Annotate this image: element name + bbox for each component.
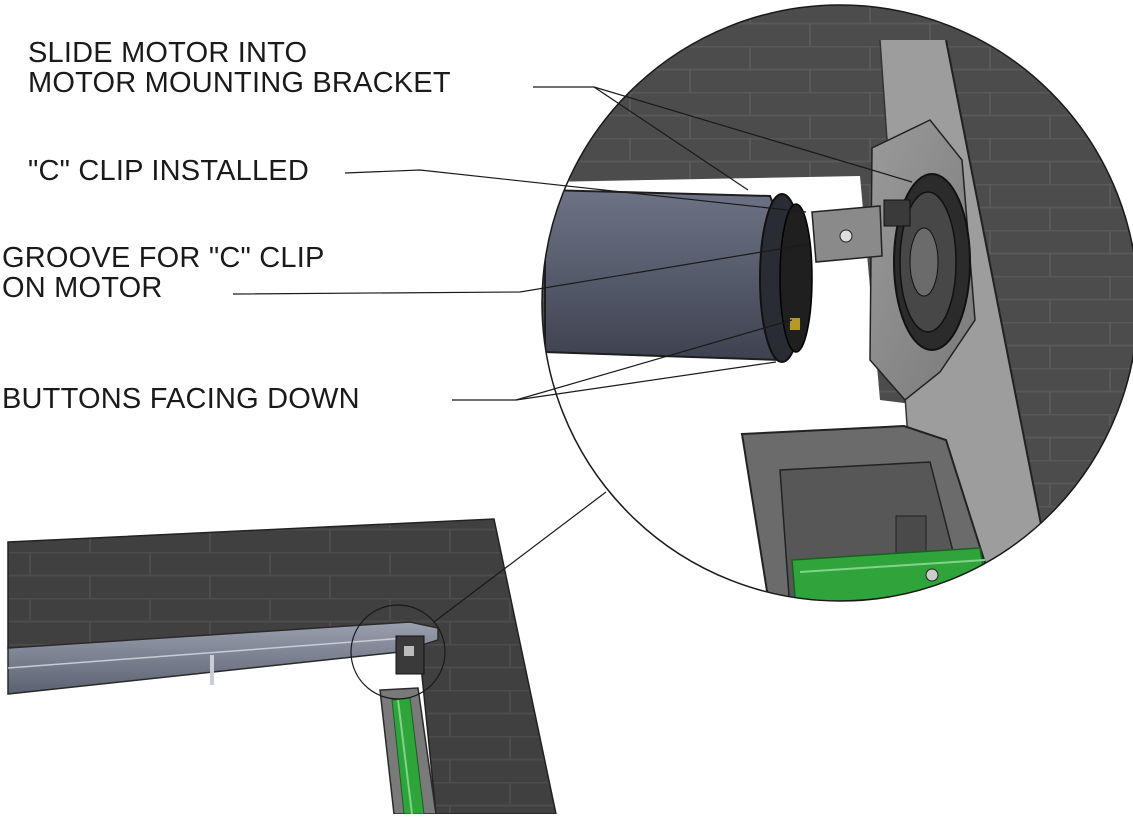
detail-indicator-circle [350,604,446,700]
callout-groove-for-c-clip: GROOVE FOR "C" CLIP ON MOTOR [2,243,325,303]
callout-line: BUTTONS FACING DOWN [2,383,360,415]
motor-tube [544,188,789,362]
detail-leader-line [433,491,607,623]
motor-buttons [790,318,800,330]
callout-line: GROOVE FOR "C" CLIP [2,242,325,274]
callout-buttons-facing-down: BUTTONS FACING DOWN [2,384,360,414]
callout-leaders [232,86,913,401]
detail-circle [541,4,1133,602]
overview-header-rail [7,621,439,695]
callout-line: MOTOR MOUNTING BRACKET [28,67,451,99]
callout-line: SLIDE MOTOR INTO [28,37,308,69]
callout-slide-motor: SLIDE MOTOR INTO MOTOR MOUNTING BRACKET [28,38,451,98]
detail-view [542,5,1133,601]
callout-line: "C" CLIP INSTALLED [28,155,309,187]
callout-line: ON MOTOR [2,272,163,304]
callout-c-clip-installed: "C" CLIP INSTALLED [28,156,309,186]
overview-bracket-small [395,635,425,675]
overview-side-channel [379,687,437,815]
